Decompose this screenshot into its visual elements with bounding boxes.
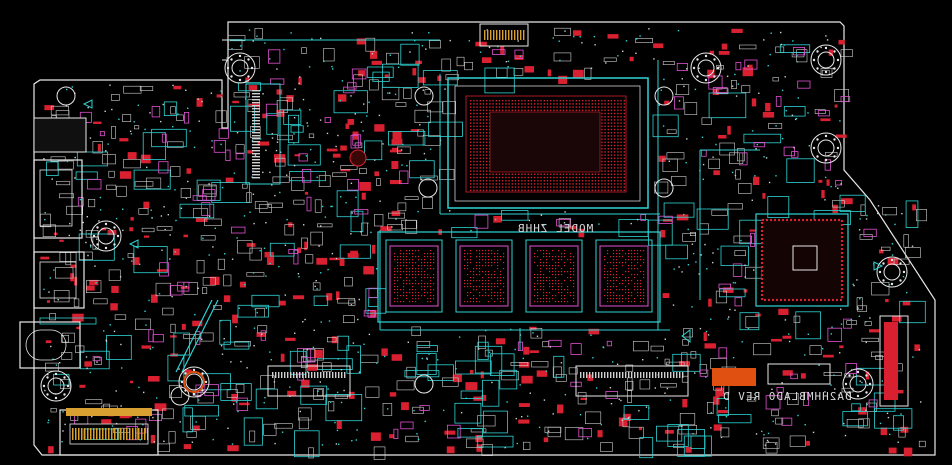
board-model-label: MODEL ZHHB: [517, 222, 594, 235]
controller-chip: [755, 213, 849, 307]
memory-chip-row: [377, 231, 661, 323]
fpc-connectors: [245, 23, 909, 407]
orientation-marks: [82, 99, 884, 343]
board-revision-label: DA2HHMBLAD0 REV D: [722, 390, 852, 403]
io-ports: [19, 117, 97, 369]
component-field: [40, 27, 927, 460]
edge-connector: [59, 408, 159, 456]
board-outline: [33, 21, 936, 456]
cpu-package: [447, 77, 649, 209]
